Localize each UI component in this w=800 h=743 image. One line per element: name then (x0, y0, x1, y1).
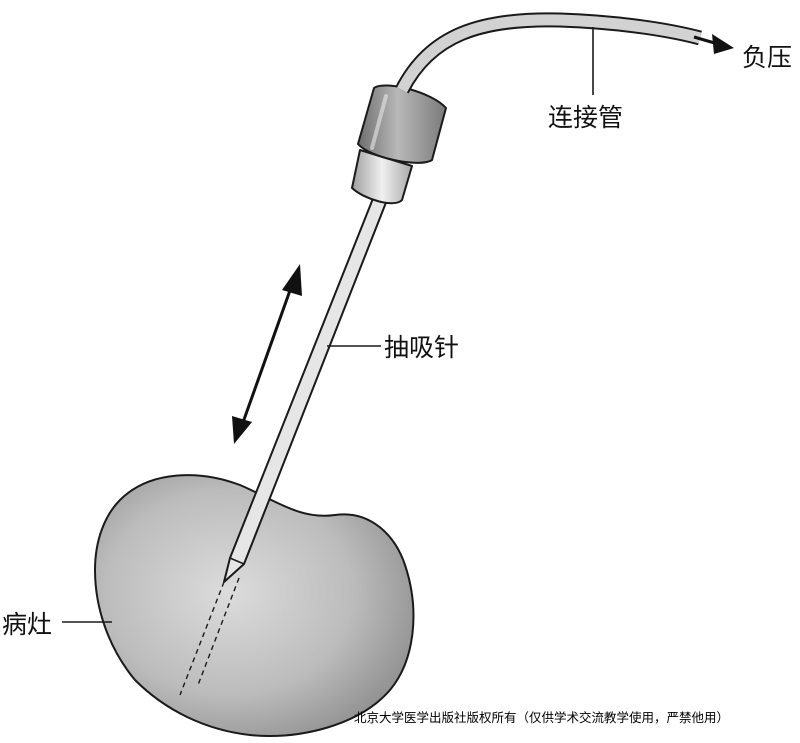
connecting-tube-inner (397, 14, 702, 93)
movement-arrowhead-top (282, 264, 302, 296)
label-aspiration-needle: 抽吸针 (384, 333, 459, 362)
movement-arrow-shaft (239, 281, 295, 429)
needle-hub (357, 84, 447, 164)
needle-collar (351, 149, 413, 205)
copyright-notice: 北京大学医学出版社版权所有（仅供学术交流教学使用，严禁他用） (354, 710, 729, 725)
needle-track-inside-lesion (179, 577, 240, 696)
label-lesion: 病灶 (2, 610, 52, 639)
needle-bevel (229, 557, 245, 565)
label-connecting-tube: 连接管 (548, 103, 623, 132)
hub-highlight (370, 94, 388, 150)
movement-arrowhead-bottom (232, 416, 252, 444)
label-negative-pressure: 负压 (742, 43, 792, 72)
negative-pressure-arrowhead (712, 34, 734, 54)
